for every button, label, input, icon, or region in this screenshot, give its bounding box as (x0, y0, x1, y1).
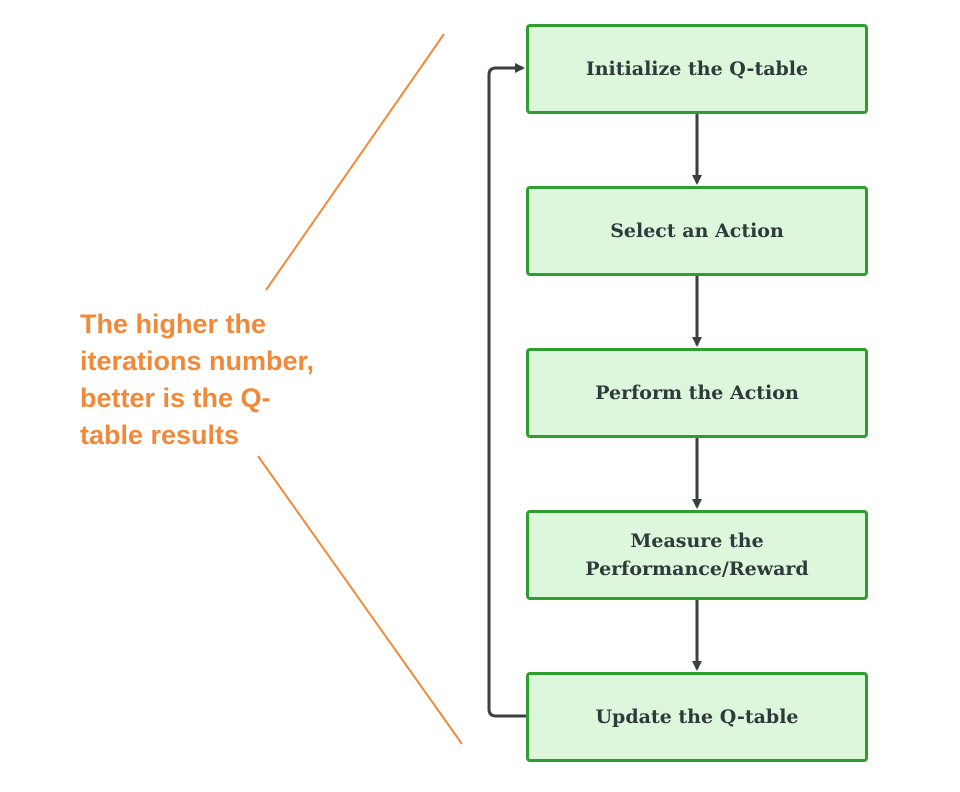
step-label: Update the Q-table (595, 706, 799, 728)
step-label: Measure the Performance/Reward (585, 530, 809, 580)
step-initialize-q-table: Initialize the Q-table (526, 24, 868, 114)
step-select-action: Select an Action (526, 186, 868, 276)
annotation-line-lower (257, 455, 463, 745)
loop-back-arrow (487, 63, 526, 718)
step-update-q-table: Update the Q-table (526, 672, 868, 762)
annotation-line-upper (265, 33, 445, 291)
step-label: Perform the Action (595, 382, 799, 404)
step-measure-reward: Measure the Performance/Reward (526, 510, 868, 600)
step-perform-action: Perform the Action (526, 348, 868, 438)
step-label: Select an Action (610, 220, 784, 242)
iterations-annotation: The higher the iterations number, better… (80, 309, 315, 450)
step-label: Initialize the Q-table (585, 58, 809, 80)
